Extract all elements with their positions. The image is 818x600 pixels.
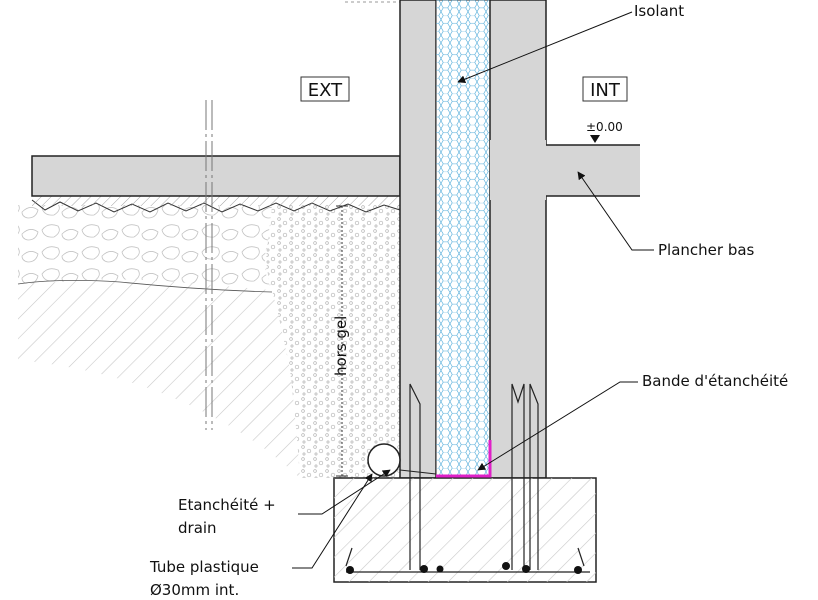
rebar-dots	[346, 562, 582, 574]
callout-bande: Bande d'étanchéité	[477, 372, 788, 471]
svg-text:INT: INT	[590, 80, 621, 101]
drain-tube	[367, 443, 401, 477]
interior-floor-slab	[490, 140, 640, 200]
ground-soil	[17, 196, 401, 478]
svg-text:Ø30mm int.: Ø30mm int.	[150, 581, 239, 599]
outer-wall	[399, 0, 437, 479]
svg-text:Tube plastique: Tube plastique	[149, 558, 259, 576]
level-marker: ±0.00	[586, 120, 623, 143]
callout-isolant: Isolant	[457, 2, 684, 84]
svg-text:Bande d'étanchéité: Bande d'étanchéité	[642, 372, 788, 390]
axis-line	[205, 100, 213, 430]
int-tag: INT	[582, 76, 628, 102]
exterior-slab	[31, 155, 401, 197]
svg-text:Etanchéité +: Etanchéité +	[178, 496, 276, 514]
svg-text:Isolant: Isolant	[634, 2, 684, 20]
svg-text:EXT: EXT	[308, 80, 343, 101]
callout-tube: Tube plastique Ø30mm int.	[149, 473, 373, 599]
rebar	[345, 383, 590, 573]
frost-depth-dimension	[336, 205, 348, 477]
ext-tag: EXT	[300, 76, 350, 102]
svg-text:±0.00: ±0.00	[586, 120, 623, 134]
callout-plancher: Plancher bas	[577, 171, 755, 259]
svg-text:drain: drain	[178, 519, 217, 537]
svg-text:Plancher bas: Plancher bas	[658, 241, 755, 259]
callout-drain: Etanchéité + drain	[178, 469, 391, 537]
waterproofing-strip	[436, 440, 492, 478]
frost-depth-label: hors gel	[332, 316, 350, 376]
